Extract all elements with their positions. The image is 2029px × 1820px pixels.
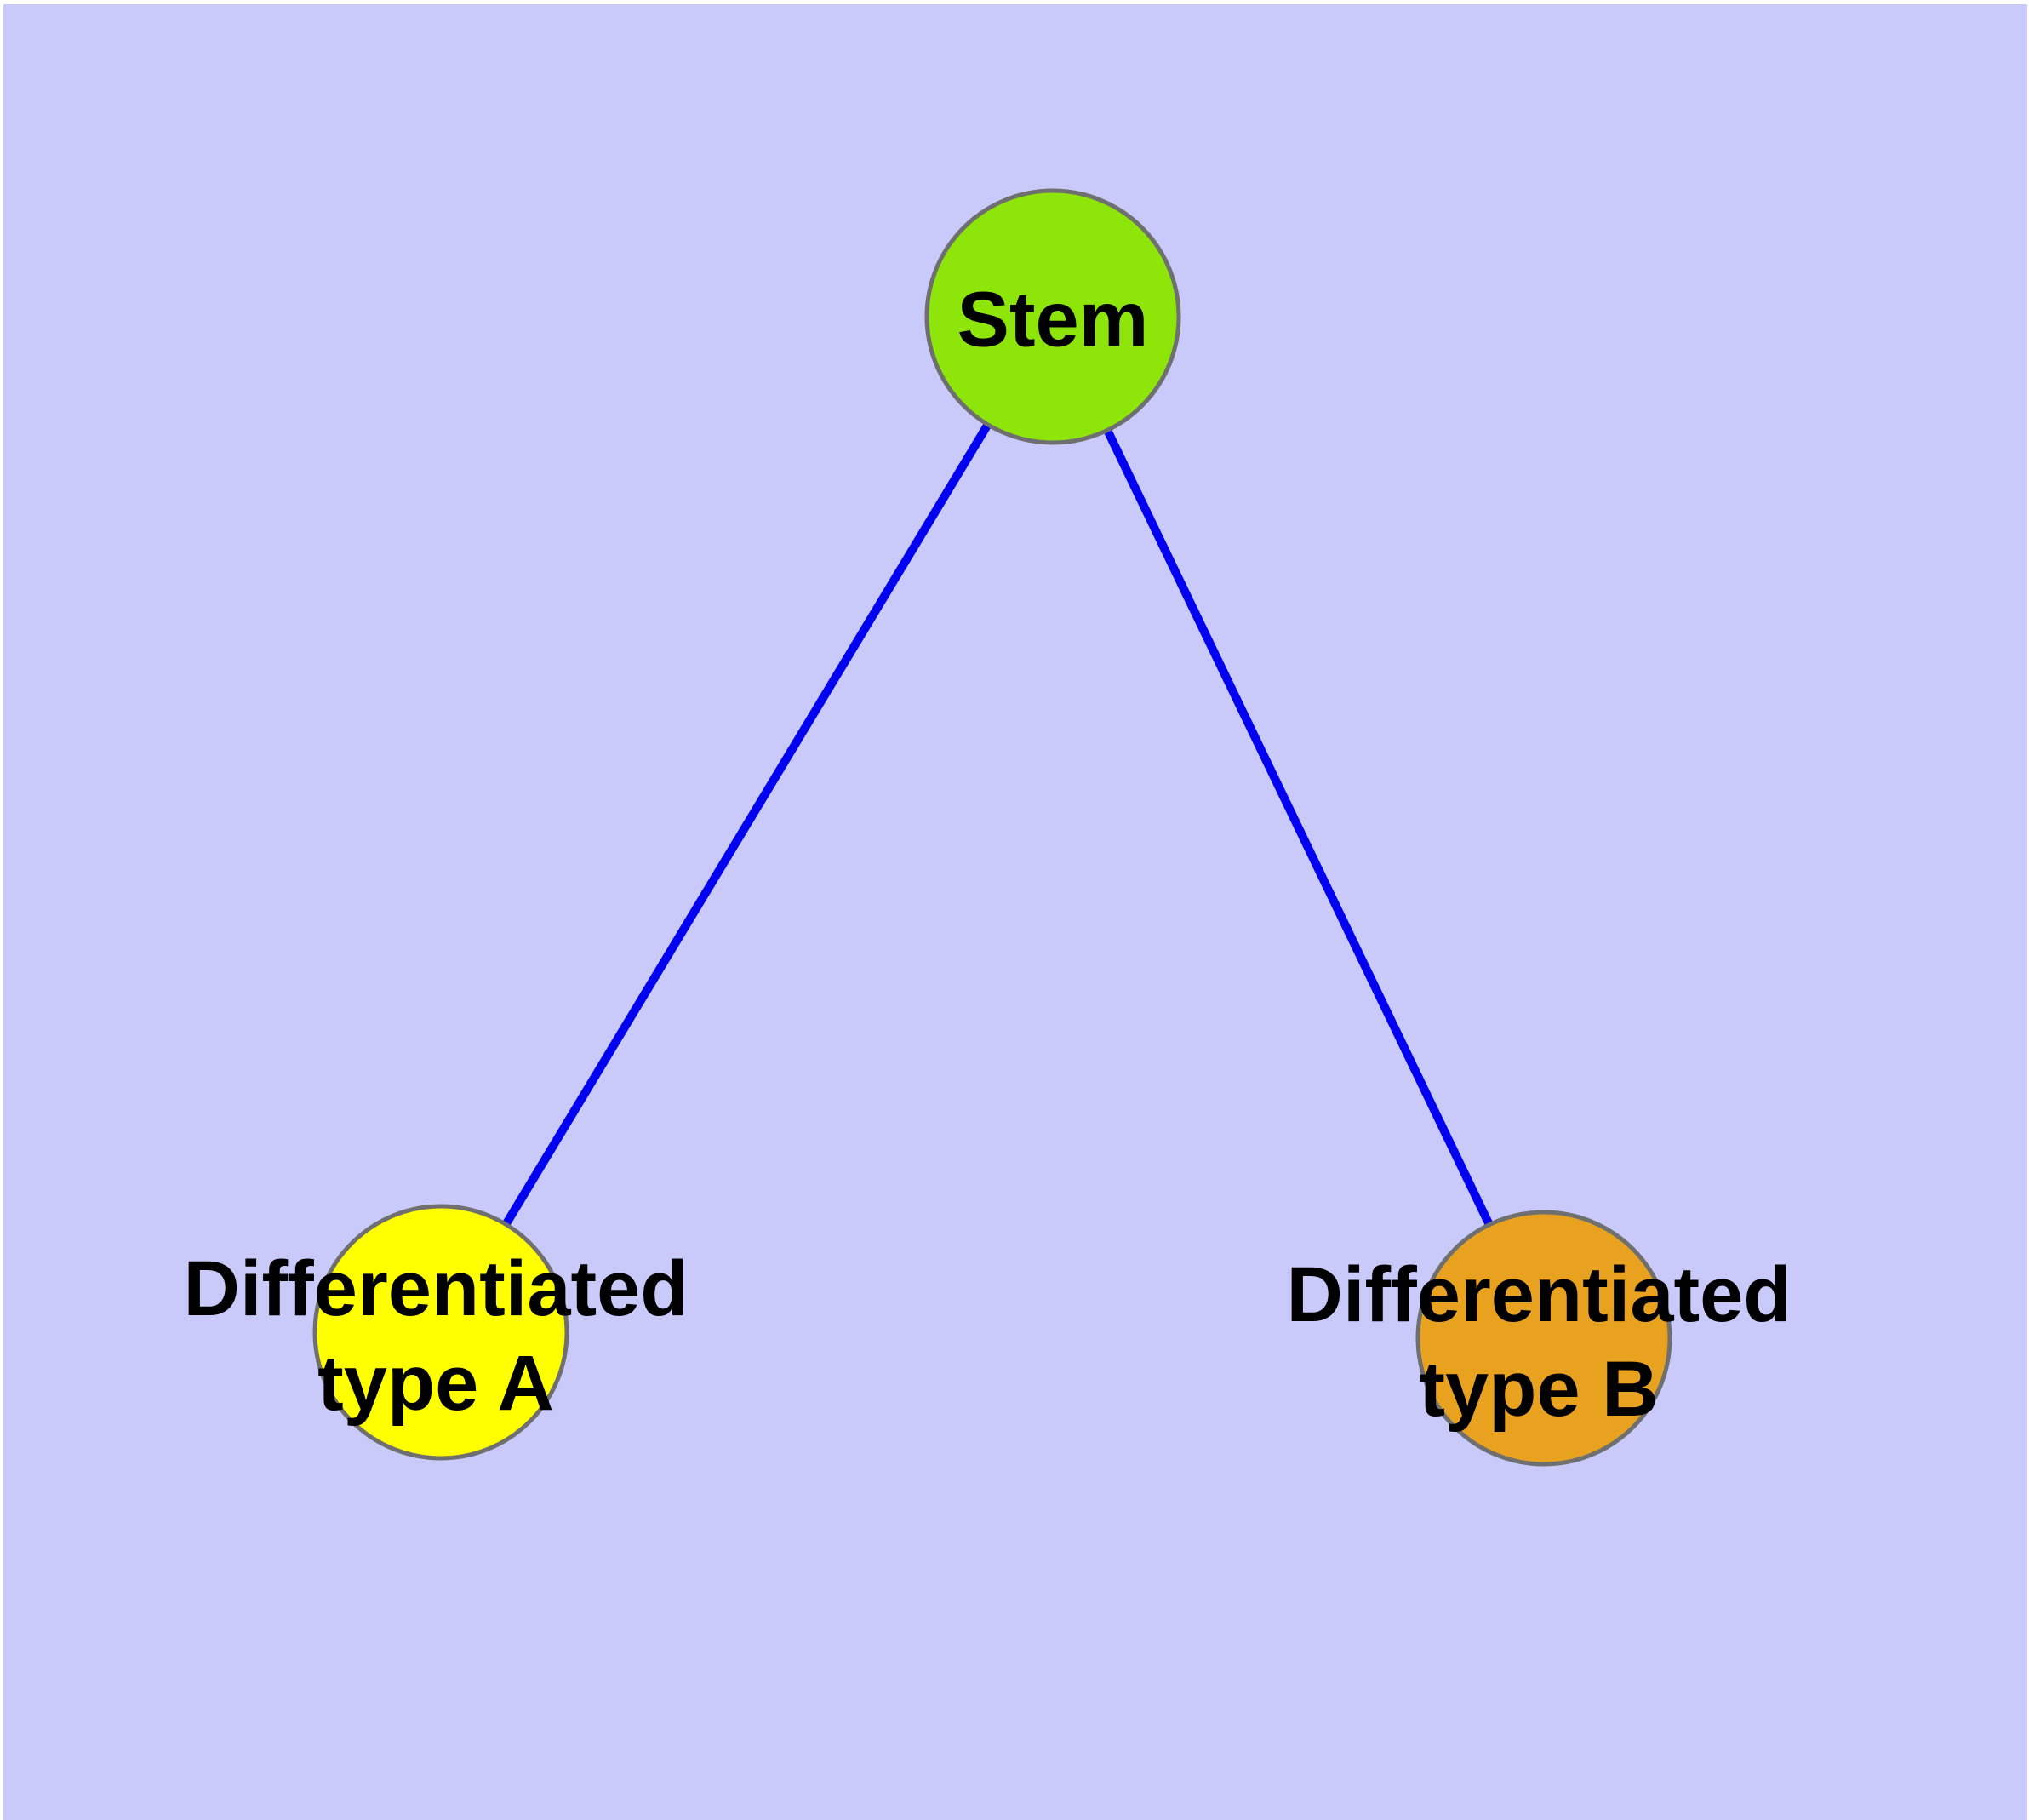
edge-stem-to-type-a bbox=[437, 314, 1057, 1335]
node-type-b-label-line2: type B bbox=[1419, 1346, 1659, 1433]
node-stem-label: Stem bbox=[957, 273, 1149, 368]
edge-stem-to-type-b bbox=[1049, 314, 1548, 1341]
node-stem-circle bbox=[924, 188, 1181, 445]
node-type-b-label-line1: Differentiated bbox=[1286, 1251, 1792, 1338]
node-stem-label-text: Stem bbox=[957, 276, 1149, 363]
node-type-a-circle bbox=[312, 1204, 569, 1461]
node-type-a-label-line2: type A bbox=[317, 1340, 554, 1427]
node-type-a-label-line1: Differentiated bbox=[183, 1245, 689, 1332]
node-type-b-circle bbox=[1415, 1210, 1672, 1467]
node-type-b-label: Differentiated type B bbox=[1287, 1248, 1792, 1437]
node-type-a-label: Differentiated type A bbox=[184, 1242, 689, 1431]
